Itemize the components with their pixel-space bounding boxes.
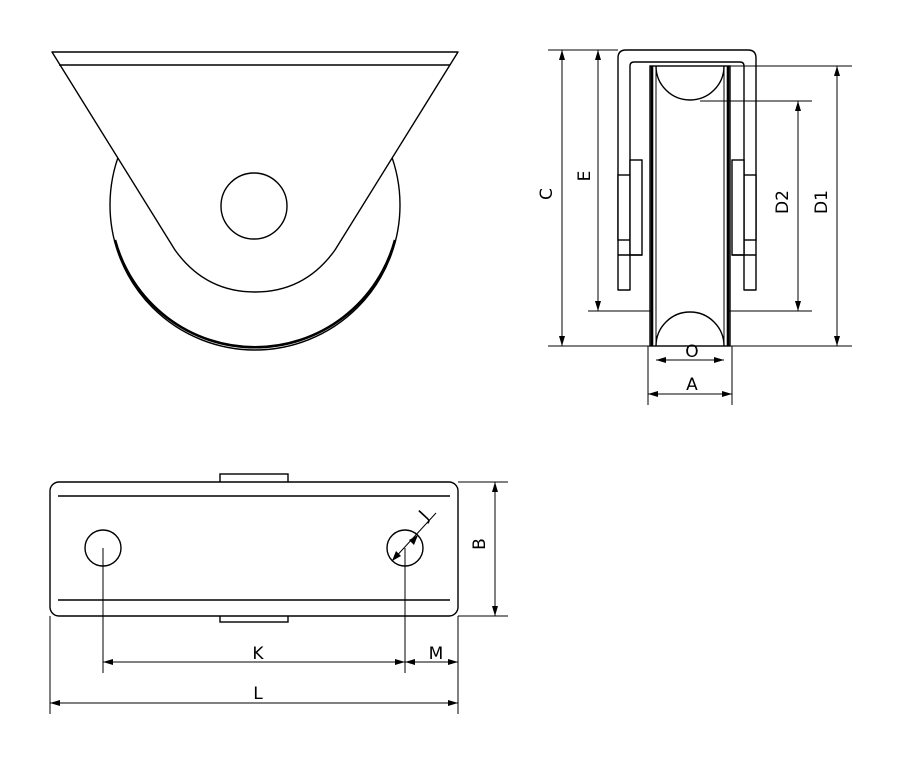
wheel-bottom-edge: [113, 239, 397, 349]
dim-e-arrow-bottom: [595, 301, 601, 311]
right-boss: [743, 174, 757, 241]
groove-bottom: [655, 311, 725, 347]
dim-d1-arrow-top: [834, 66, 840, 76]
dim-j-arrow-a: [392, 551, 401, 561]
dim-a-arrow-left: [648, 391, 658, 397]
top-view: J B K M L: [49, 473, 508, 714]
dim-c-arrow-bottom: [559, 336, 565, 346]
dim-o-arrow-right: [714, 357, 724, 363]
dim-j-arrow-b: [409, 535, 418, 545]
base-plate: [49, 481, 459, 617]
axle-hole: [220, 172, 288, 240]
bracket-body: [51, 51, 459, 293]
label-d1: D1: [812, 190, 832, 214]
dim-d2-arrow-top: [795, 101, 801, 111]
dim-c-arrow-top: [559, 50, 565, 60]
dim-k-arrow-left: [103, 659, 113, 665]
bracket-outer: [617, 49, 757, 291]
left-boss: [617, 174, 631, 241]
label-d2: D2: [773, 190, 793, 214]
dim-b-arrow-top: [492, 482, 498, 492]
dim-l-arrow-right: [448, 700, 458, 706]
dim-b-arrow-bottom: [492, 606, 498, 616]
dim-d1-arrow-bottom: [834, 336, 840, 346]
dim-o-arrow-left: [656, 357, 666, 363]
front-view: [51, 51, 459, 351]
label-m: M: [429, 644, 444, 664]
label-a: A: [686, 375, 698, 395]
label-o: O: [685, 342, 698, 362]
side-view: C E D2 D1 O A: [537, 49, 852, 405]
label-c: C: [537, 188, 557, 200]
dim-e-arrow-top: [595, 50, 601, 60]
groove-top: [655, 65, 725, 101]
left-inner-plate: [629, 159, 643, 256]
label-k: K: [252, 644, 264, 664]
dim-k-arrow-right: [395, 659, 405, 665]
label-e: E: [575, 171, 595, 182]
dim-m-arrow-right: [448, 659, 458, 665]
wheel-side: [649, 65, 731, 347]
label-l: L: [253, 684, 263, 704]
label-b: B: [470, 538, 490, 550]
dim-d2-arrow-bottom: [795, 301, 801, 311]
dim-m-arrow-left: [405, 659, 415, 665]
dim-j-line: [391, 512, 437, 562]
dim-a-arrow-right: [722, 391, 732, 397]
dim-l-arrow-left: [50, 700, 60, 706]
right-inner-plate: [731, 159, 745, 256]
